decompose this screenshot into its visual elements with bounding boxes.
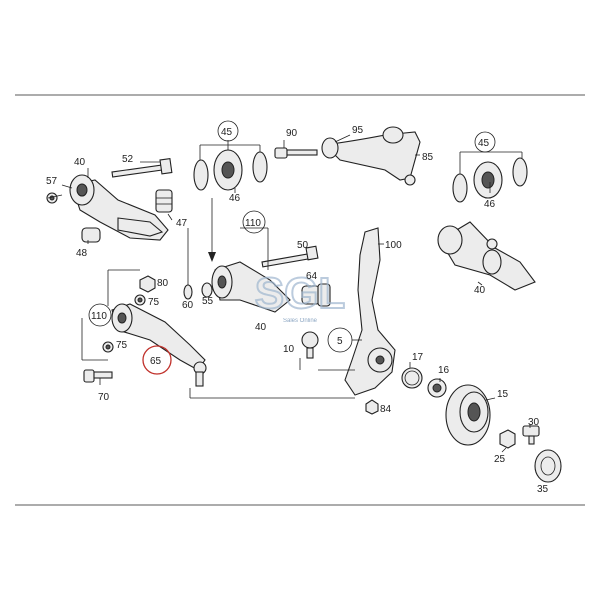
- label-64: 64: [306, 271, 318, 282]
- label-85: 85: [422, 152, 434, 163]
- label-75-upper: 75: [148, 297, 160, 308]
- label-25: 25: [494, 454, 506, 465]
- control-arm-65: [111, 303, 207, 387]
- label-16: 16: [438, 365, 450, 376]
- label-47: 47: [176, 218, 188, 229]
- watermark-logo: SGL: [255, 269, 345, 318]
- nut-80: [139, 275, 156, 293]
- control-arm-40-right: [437, 221, 536, 291]
- arrow-down-icon: [208, 252, 216, 262]
- ball-joint-10: [301, 331, 319, 359]
- cap-35: [534, 449, 562, 483]
- callout-circle-45-middle: [217, 120, 239, 142]
- callout-circle-110-left: [88, 303, 112, 327]
- watermark-subtitle: Sales Online: [283, 318, 318, 324]
- callout-circle-110-middle: [242, 210, 266, 234]
- label-110-middle: 110: [245, 218, 261, 229]
- label-50: 50: [297, 240, 309, 251]
- part-labels: 40 52 57 48 47 45 46 90 95 85 45 46 110 …: [46, 120, 549, 495]
- washer-75-upper: [134, 294, 146, 306]
- washer-60: [183, 284, 193, 300]
- label-5: 5: [337, 336, 343, 347]
- watermark: SGL Sales Online: [254, 268, 346, 324]
- label-46-middle: 46: [229, 193, 241, 204]
- label-90: 90: [286, 128, 298, 139]
- upper-arm-85: [321, 126, 421, 186]
- nut-84: [365, 399, 379, 415]
- washer-75-lower: [102, 341, 114, 353]
- label-48: 48: [76, 248, 88, 259]
- label-17: 17: [412, 352, 424, 363]
- nut-55: [201, 282, 213, 298]
- label-40-middle: 40: [255, 322, 267, 333]
- label-52: 52: [122, 154, 134, 165]
- label-60: 60: [182, 300, 194, 311]
- bushing-45-46-middle: [193, 149, 268, 191]
- label-45-right: 45: [478, 138, 490, 149]
- label-55: 55: [202, 296, 214, 307]
- control-arm-middle: [211, 261, 291, 313]
- hub-15: [445, 384, 491, 446]
- control-arm-40-top-left: [46, 174, 169, 243]
- seal-16: [427, 378, 447, 398]
- bolt-50: [261, 245, 319, 268]
- leader-lines: [47, 134, 531, 453]
- bolt-90: [274, 147, 318, 159]
- label-46-right: 46: [484, 199, 496, 210]
- label-84: 84: [380, 404, 392, 415]
- bolt-30: [522, 425, 540, 445]
- callout-circle-5: [327, 327, 353, 353]
- label-57: 57: [46, 176, 58, 187]
- label-45-middle: 45: [221, 127, 233, 138]
- label-80: 80: [157, 278, 169, 289]
- label-10: 10: [283, 344, 295, 355]
- label-15: 15: [497, 389, 509, 400]
- bushing-64: [301, 283, 331, 307]
- label-35: 35: [537, 484, 549, 495]
- label-75-lower: 75: [116, 340, 128, 351]
- label-110-left: 110: [91, 311, 107, 322]
- callout-circle-45-right: [474, 131, 496, 153]
- bolt-70: [83, 369, 113, 383]
- bushing-47-left: [155, 189, 173, 213]
- label-30: 30: [528, 417, 540, 428]
- label-65: 65: [150, 356, 162, 367]
- label-100: 100: [385, 240, 402, 251]
- label-95: 95: [352, 125, 364, 136]
- label-40-right: 40: [474, 285, 486, 296]
- ring-17: [401, 367, 423, 389]
- highlight-circle-65: [142, 345, 172, 375]
- steering-knuckle: [344, 227, 396, 396]
- label-70: 70: [98, 392, 110, 403]
- label-40-top: 40: [74, 157, 86, 168]
- bushing-45-46-right: [452, 157, 528, 203]
- bolt-52: [111, 157, 173, 178]
- nut-25: [499, 429, 516, 449]
